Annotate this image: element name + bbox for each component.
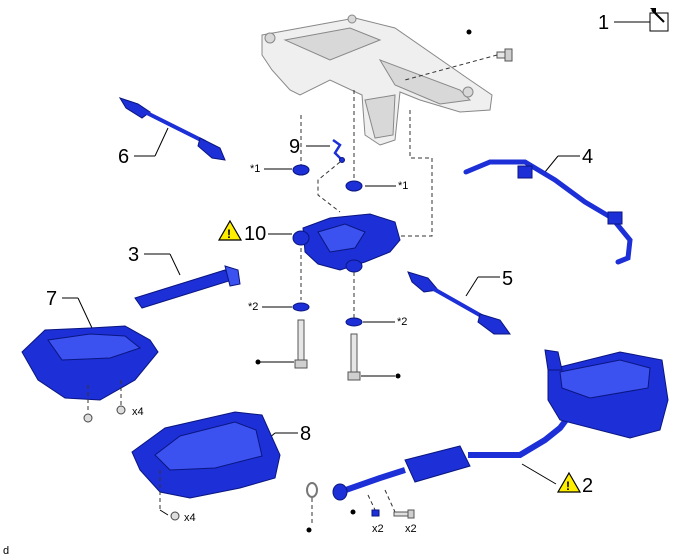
upper-cushion-left (292, 164, 310, 176)
clip-front-left (83, 413, 93, 423)
breather-hose (332, 138, 345, 163)
drive-shaft-right (407, 271, 511, 335)
note-star2-left: *2 (248, 301, 258, 313)
note-x2-bolt: x2 (405, 523, 417, 535)
callout-3: 3 (128, 244, 139, 266)
callout-9: 9 (289, 136, 300, 158)
mount-bolt-right (347, 333, 361, 381)
heat-insulator-rear (131, 411, 281, 499)
clip-front-right (116, 405, 126, 415)
exhaust-tail-pipe-assembly (332, 349, 669, 501)
callout-2: 2 (582, 475, 593, 497)
non-reusable-part-icon (649, 8, 669, 32)
callout-5: 5 (502, 268, 513, 290)
precoated-part-dot (466, 29, 472, 35)
callout-7: 7 (46, 288, 57, 310)
note-x2-nut: x2 (372, 523, 384, 535)
svg-text:!: ! (566, 479, 570, 493)
heat-insulator-front (21, 325, 159, 401)
rear-suspension-member (261, 14, 493, 146)
callout-1: 1 (598, 12, 609, 34)
rear-differential-carrier (292, 213, 401, 273)
warning-icon: ! (217, 219, 243, 241)
note-x4-rear: x4 (184, 512, 196, 524)
callout-6: 6 (118, 146, 129, 168)
exhaust-nut (371, 509, 380, 517)
callout-4: 4 (582, 146, 593, 168)
exhaust-bolt (393, 509, 415, 519)
note-x4-front: x4 (132, 406, 144, 418)
upper-cushion-right (345, 180, 363, 192)
warning-icon: ! (556, 471, 582, 493)
svg-text:!: ! (227, 227, 231, 241)
frame-bolt (496, 48, 513, 62)
callout-8: 8 (300, 423, 311, 445)
stabilizer-bar (463, 159, 633, 265)
lower-cushion-right (345, 317, 363, 327)
note-star1-right: *1 (398, 180, 408, 192)
mount-bolt-left (294, 319, 308, 369)
clip-rear (170, 511, 180, 521)
note-star1-left: *1 (250, 163, 260, 175)
exhaust-gasket (306, 482, 318, 498)
callout-10: 10 (244, 223, 266, 245)
corner-letter: d (3, 545, 9, 557)
drive-shaft-left (118, 97, 226, 161)
lower-cushion-left (292, 302, 310, 312)
note-star2-right: *2 (397, 316, 407, 328)
propeller-shaft (134, 265, 241, 309)
